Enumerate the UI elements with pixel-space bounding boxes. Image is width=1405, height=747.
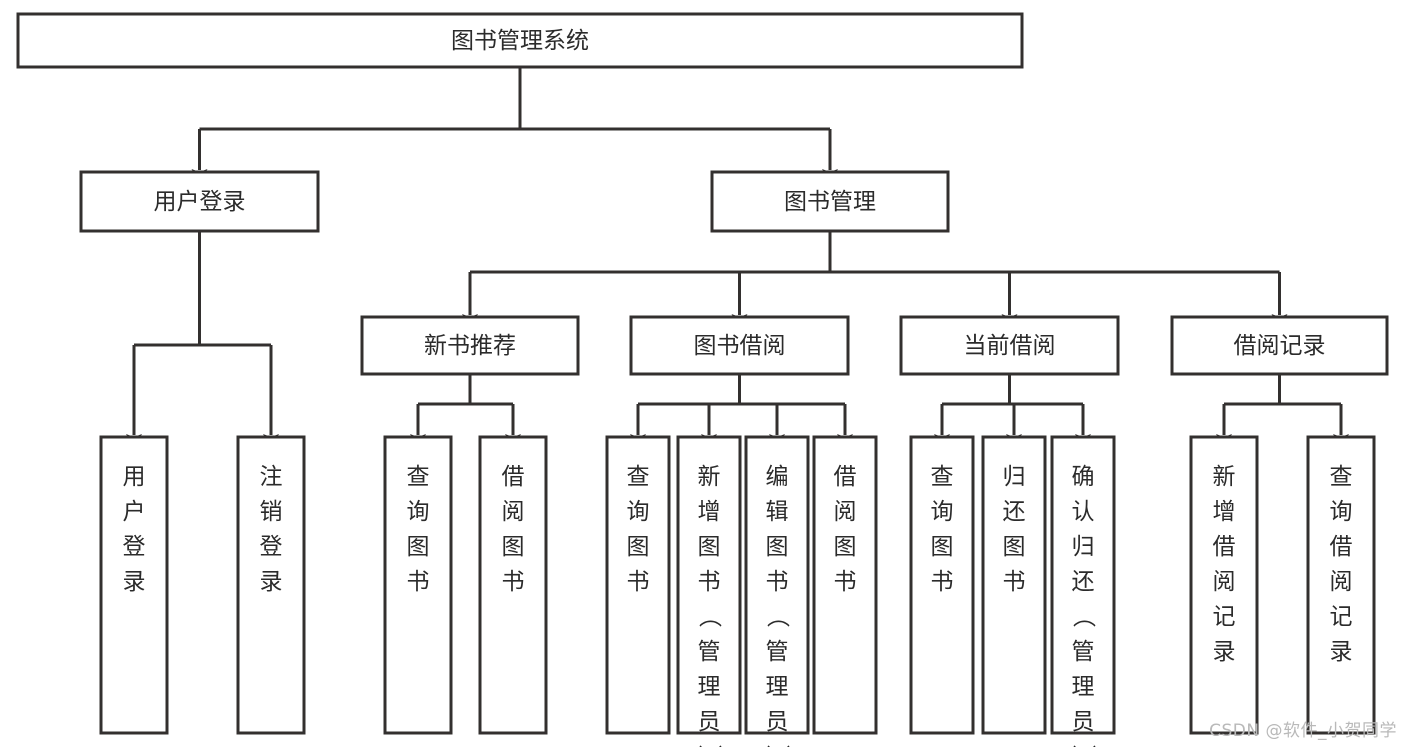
node-leaf-borrow-book[interactable]: 借阅图书 xyxy=(812,435,878,735)
node-label: 用户登录 xyxy=(154,189,246,215)
node-box xyxy=(710,170,950,233)
node-box xyxy=(744,435,810,735)
node-label: 查询借阅记录 xyxy=(1330,464,1353,665)
edge-bookborrow xyxy=(630,374,853,448)
node-label: 查询图书 xyxy=(931,464,954,595)
watermark-label: CSDN @软件_小贺同学 xyxy=(1209,721,1397,741)
node-box xyxy=(478,435,548,735)
node-label: 确认归还（管理员） xyxy=(1072,464,1097,747)
node-label: 借阅图书 xyxy=(834,464,857,595)
node-label: 图书管理系统 xyxy=(451,28,589,54)
node-box xyxy=(899,315,1120,376)
node-root[interactable]: 图书管理系统 xyxy=(16,12,1024,69)
node-box xyxy=(99,435,169,735)
node-box xyxy=(236,435,306,735)
edge-root-split xyxy=(191,67,838,183)
node-leaf-query-book-new[interactable]: 查询图书 xyxy=(383,435,453,735)
node-label: 新增借阅记录 xyxy=(1213,464,1236,665)
node-label: 注销登录 xyxy=(260,464,283,595)
node-new-book-recommend[interactable]: 新书推荐 xyxy=(360,315,580,376)
node-label: 图书管理 xyxy=(784,189,876,215)
node-box xyxy=(383,435,453,735)
node-leaf-user-login[interactable]: 用户登录 xyxy=(99,435,169,735)
edge-bookmanage xyxy=(462,231,1288,328)
node-box xyxy=(812,435,878,735)
node-leaf-return-book[interactable]: 归还图书 xyxy=(981,435,1047,735)
node-box xyxy=(1170,315,1389,376)
edge-newbook xyxy=(410,374,521,448)
node-label: 新增图书（管理员） xyxy=(698,464,723,747)
node-box xyxy=(1050,435,1116,735)
node-label: 查询图书 xyxy=(627,464,650,595)
node-box xyxy=(1306,435,1376,735)
node-leaf-query-book-cur[interactable]: 查询图书 xyxy=(909,435,975,735)
node-leaf-edit-book-admin[interactable]: 编辑图书（管理员） xyxy=(744,435,810,747)
node-leaf-query-record[interactable]: 查询借阅记录 xyxy=(1306,435,1376,735)
edge-layer xyxy=(126,67,1349,448)
node-leaf-add-book-admin[interactable]: 新增图书（管理员） xyxy=(676,435,742,747)
node-leaf-query-book[interactable]: 查询图书 xyxy=(605,435,671,735)
node-box xyxy=(360,315,580,376)
node-label: 归还图书 xyxy=(1003,464,1026,595)
node-leaf-borrow-book-new[interactable]: 借阅图书 xyxy=(478,435,548,735)
node-leaf-confirm-return[interactable]: 确认归还（管理员） xyxy=(1050,435,1116,747)
node-user-login[interactable]: 用户登录 xyxy=(79,170,320,233)
edge-borrowrecord xyxy=(1216,374,1349,448)
node-box xyxy=(629,315,850,376)
node-box xyxy=(1189,435,1259,735)
node-leaf-logout[interactable]: 注销登录 xyxy=(236,435,306,735)
node-layer: 图书管理系统用户登录图书管理新书推荐图书借阅当前借阅借阅记录用户登录注销登录查询… xyxy=(16,12,1389,747)
node-box xyxy=(909,435,975,735)
node-label: 编辑图书（管理员） xyxy=(766,464,791,747)
edge-currentborrow xyxy=(934,374,1091,448)
node-box xyxy=(676,435,742,735)
node-leaf-add-record[interactable]: 新增借阅记录 xyxy=(1189,435,1259,735)
edge-userlogin xyxy=(126,231,279,448)
node-book-borrow[interactable]: 图书借阅 xyxy=(629,315,850,376)
node-label: 用户登录 xyxy=(123,464,146,595)
node-box xyxy=(16,12,1024,69)
node-box xyxy=(79,170,320,233)
node-label: 新书推荐 xyxy=(424,333,516,359)
node-book-manage[interactable]: 图书管理 xyxy=(710,170,950,233)
node-box xyxy=(605,435,671,735)
node-label: 借阅记录 xyxy=(1234,333,1326,359)
node-label: 查询图书 xyxy=(407,464,430,595)
node-borrow-record[interactable]: 借阅记录 xyxy=(1170,315,1389,376)
node-label: 当前借阅 xyxy=(964,333,1056,359)
node-label: 借阅图书 xyxy=(502,464,525,595)
node-current-borrow[interactable]: 当前借阅 xyxy=(899,315,1120,376)
node-box xyxy=(981,435,1047,735)
node-label: 图书借阅 xyxy=(694,333,786,359)
